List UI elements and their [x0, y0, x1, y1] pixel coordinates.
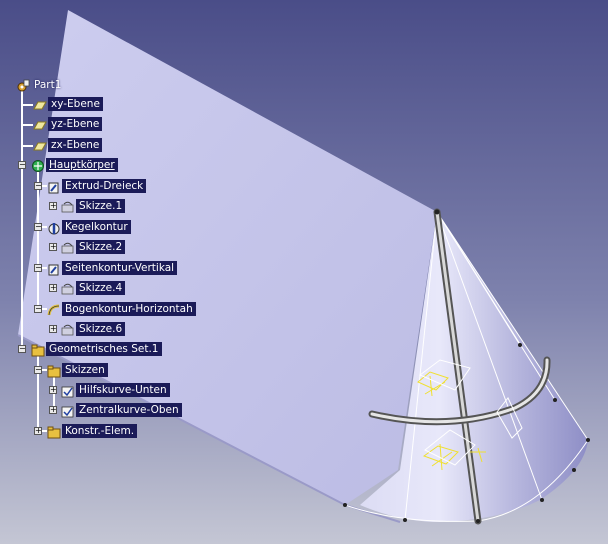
tree-label-yz: yz-Ebene	[48, 117, 103, 131]
vertical-plate-face[interactable]	[18, 10, 437, 505]
tree-node-sketch-2[interactable]: Skizze.2	[61, 239, 126, 255]
expand-hilfskurve[interactable]: +	[49, 385, 57, 394]
tree-node-sketch-6[interactable]: Skizze.6	[61, 321, 126, 337]
sketch-icon	[61, 199, 75, 213]
tree-label-feature-4: Bogenkontur-Horizontah	[62, 302, 196, 316]
tree-label-body: Hauptkörper	[46, 158, 118, 172]
expand-skizze1[interactable]: +	[49, 201, 57, 210]
rod	[433, 208, 482, 525]
pocket-icon	[47, 261, 61, 276]
geometric-set-icon	[31, 342, 45, 357]
expand-zentralkurve[interactable]: +	[49, 405, 57, 414]
tree-node-zentralkurve[interactable]: Zentralkurve-Oben	[61, 402, 182, 418]
tree-label-feature-1: Extrud-Dreieck	[62, 179, 147, 193]
shaft-icon	[47, 220, 61, 235]
tree-node-xy-plane[interactable]: xy-Ebene	[33, 96, 103, 112]
groove-icon	[47, 302, 61, 316]
tree-node-zx-plane[interactable]: zx-Ebene	[33, 137, 103, 153]
tree-label-zx: zx-Ebene	[48, 138, 103, 152]
sketch-check-icon	[61, 383, 75, 398]
collapse-bogen[interactable]: −	[34, 304, 42, 313]
tree-label-sketches-folder: Skizzen	[62, 363, 108, 377]
plane-icon	[33, 117, 47, 131]
sketch-icon	[61, 240, 75, 254]
tree-node-feature-1[interactable]: Extrud-Dreieck	[47, 178, 147, 194]
tree-label-sketch-6: Skizze.6	[76, 322, 126, 336]
gear-icon	[16, 78, 30, 92]
tree-label-geoset: Geometrisches Set.1	[46, 342, 162, 356]
tree-node-feature-2[interactable]: Kegelkontur	[47, 219, 131, 235]
collapse-kegel[interactable]: −	[34, 222, 42, 231]
expand-skizze4[interactable]: +	[49, 283, 57, 292]
tree-node-feature-4[interactable]: Bogenkontur-Horizontah	[47, 301, 196, 317]
tree-label-sketch-2: Skizze.2	[76, 240, 126, 254]
tree-node-sketch-1[interactable]: Skizze.1	[61, 198, 126, 214]
tree-label-zentralkurve: Zentralkurve-Oben	[76, 403, 182, 417]
tree-label-feature-2: Kegelkontur	[62, 220, 131, 234]
sketch-icon	[61, 322, 75, 336]
tree-node-construction[interactable]: Konstr.-Elem.	[47, 423, 138, 439]
expand-konstr[interactable]: +	[34, 426, 42, 435]
geometric-set-icon	[47, 363, 61, 378]
tree-label-feature-3: Seitenkontur-Vertikal	[62, 261, 178, 275]
expand-skizze6[interactable]: +	[49, 324, 57, 333]
sketch-check-icon	[61, 403, 75, 418]
tree-label-sketch-1: Skizze.1	[76, 199, 126, 213]
tree-label-xy: xy-Ebene	[48, 97, 103, 111]
tree-label-hilfskurve: Hilfskurve-Unten	[76, 383, 170, 397]
tree-node-yz-plane[interactable]: yz-Ebene	[33, 116, 103, 132]
tree-label-part: Part1	[34, 79, 62, 91]
tree-node-body[interactable]: Hauptkörper	[31, 157, 118, 173]
tree-node-feature-3[interactable]: Seitenkontur-Vertikal	[47, 260, 178, 276]
expand-skizze2[interactable]: +	[49, 242, 57, 251]
sketch-outlines	[419, 359, 523, 466]
tree-node-part[interactable]: Part1	[16, 77, 64, 93]
cone-body[interactable]	[360, 212, 588, 522]
tree-node-geoset[interactable]: Geometrisches Set.1	[31, 341, 162, 357]
tree-node-hilfskurve[interactable]: Hilfskurve-Unten	[61, 382, 170, 398]
collapse-extrud[interactable]: −	[34, 181, 42, 190]
body-icon	[31, 158, 45, 172]
collapse-skizzen[interactable]: −	[34, 365, 42, 374]
tree-label-construction: Konstr.-Elem.	[62, 424, 138, 438]
tree-node-sketches-folder[interactable]: Skizzen	[47, 362, 108, 378]
plane-icon	[33, 138, 47, 152]
geometric-set-icon	[47, 424, 61, 439]
sketch-icon	[61, 281, 75, 295]
arc-tube	[368, 356, 551, 426]
collapse-hauptkoerper[interactable]: −	[18, 160, 26, 169]
plane-icon	[33, 97, 47, 111]
tree-node-sketch-4[interactable]: Skizze.4	[61, 280, 126, 296]
vertex-points	[343, 209, 590, 523]
tree-label-sketch-4: Skizze.4	[76, 281, 126, 295]
collapse-geoset[interactable]: −	[18, 344, 26, 353]
collapse-seiten[interactable]: −	[34, 263, 42, 272]
pad-icon	[47, 179, 61, 194]
